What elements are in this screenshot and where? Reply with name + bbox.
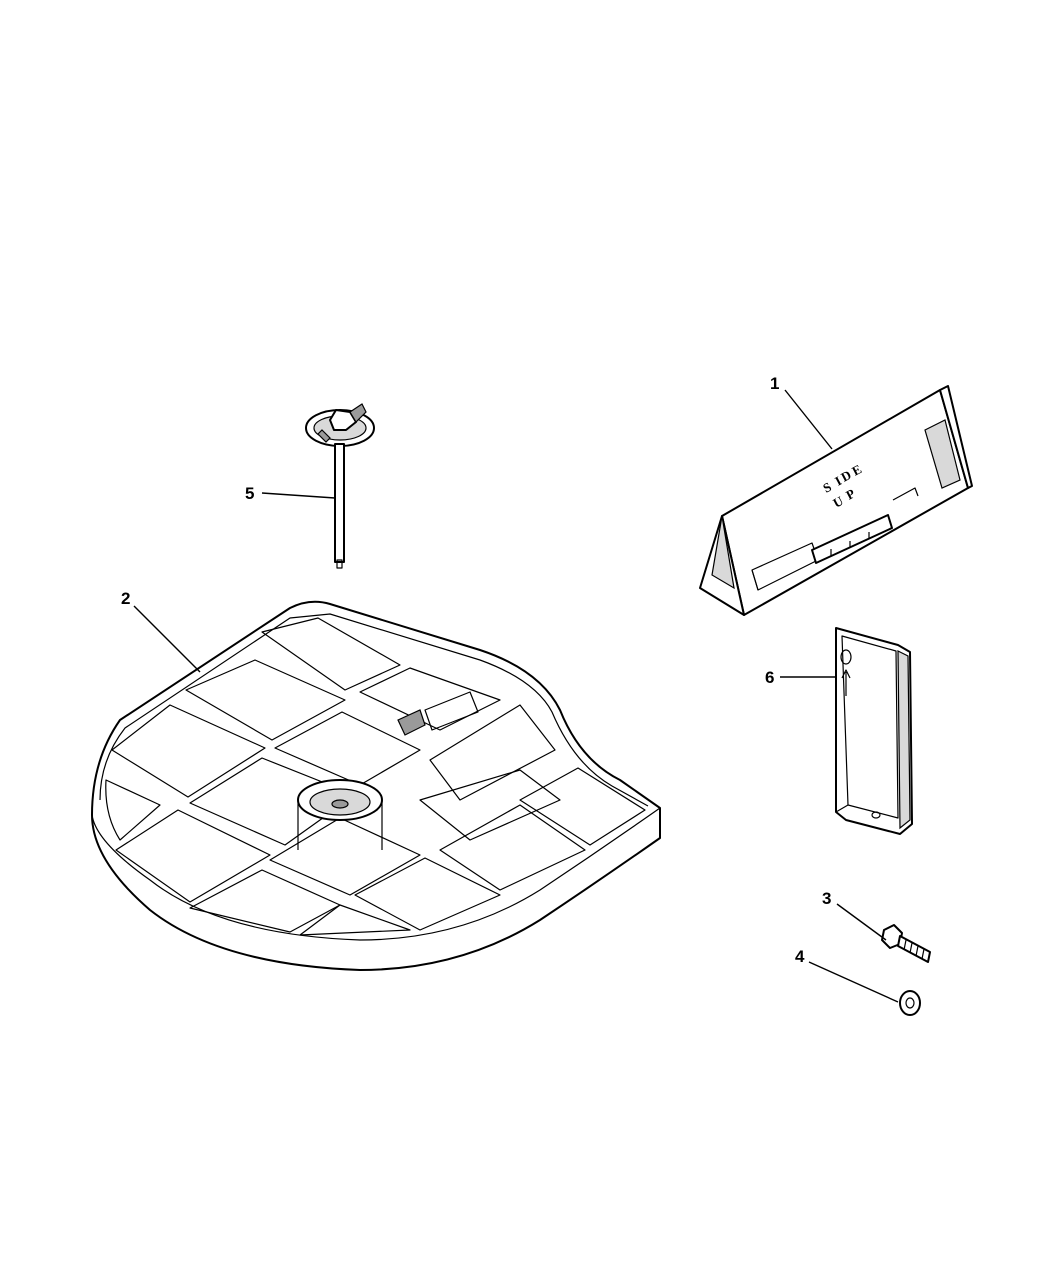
part-6-bracket-cover[interactable] xyxy=(835,627,913,835)
callout-2: 2 xyxy=(121,589,130,608)
part-2-spare-tire-tray[interactable] xyxy=(91,600,661,971)
leader-2 xyxy=(133,605,201,673)
callout-3: 3 xyxy=(822,889,831,908)
part-4-washer[interactable] xyxy=(899,990,921,1016)
leader-3 xyxy=(836,903,887,941)
part-3-bolt[interactable] xyxy=(881,924,931,963)
part-5-hold-down-bolt[interactable] xyxy=(305,403,375,569)
callout-1: 1 xyxy=(770,374,779,393)
part-1-support-bracket[interactable]: S I D E U P xyxy=(699,385,973,616)
callout-6: 6 xyxy=(765,668,774,687)
callout-5: 5 xyxy=(245,484,254,503)
leader-4 xyxy=(808,961,899,1003)
svg-text:I: I xyxy=(832,473,844,489)
leader-1 xyxy=(784,389,833,450)
callout-4: 4 xyxy=(795,947,805,966)
leader-5 xyxy=(261,492,336,499)
